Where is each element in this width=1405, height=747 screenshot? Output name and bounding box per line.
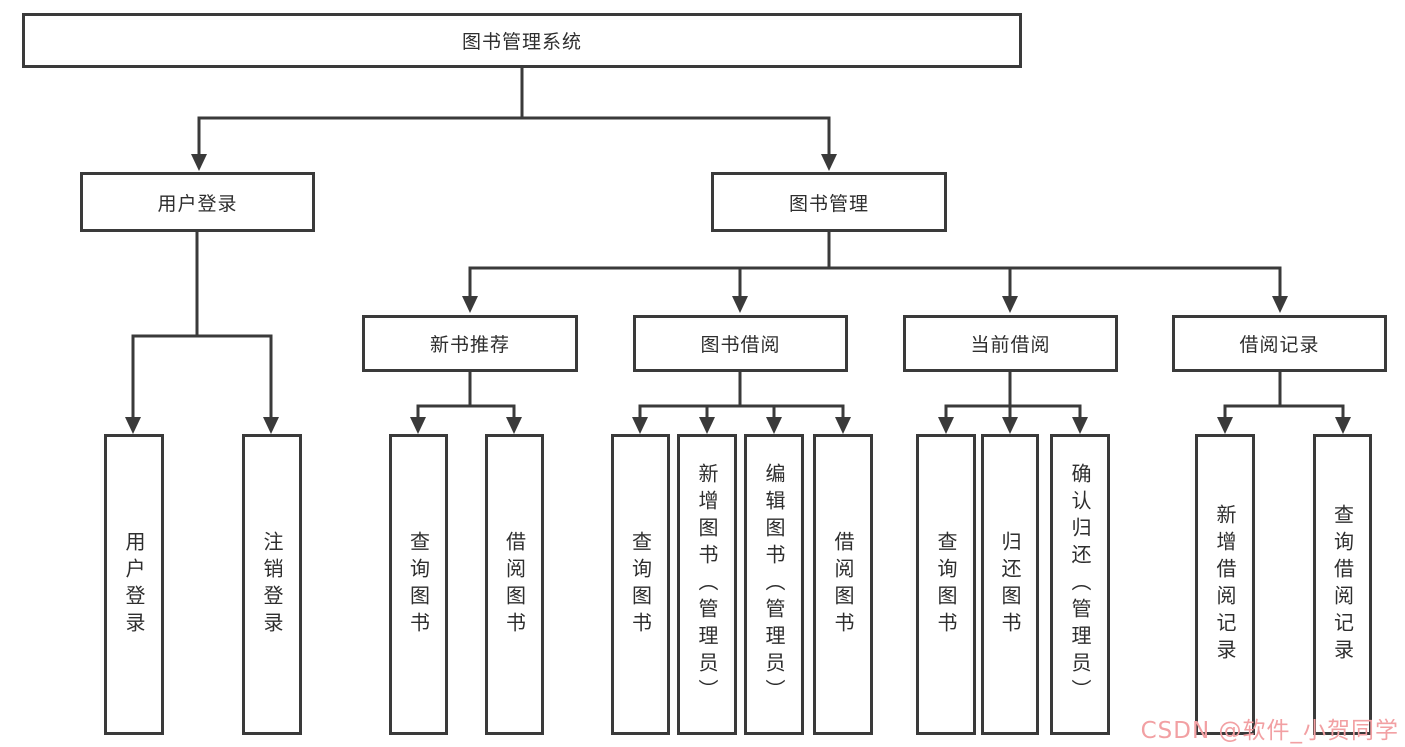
node-label: 图书管理系统 xyxy=(461,31,582,53)
node-root-system: 图书管理系统 xyxy=(22,13,1022,68)
node-label: 查询图书 xyxy=(628,530,653,639)
leaf-confirm-return-admin: 确认归还（管理员） xyxy=(1050,434,1110,735)
node-label: 确认归还（管理员） xyxy=(1068,463,1092,706)
node-user-login: 用户登录 xyxy=(80,172,315,232)
node-label: 用户登录 xyxy=(122,530,146,639)
node-label: 当前借阅 xyxy=(970,334,1051,356)
leaf-query-books-2: 查询图书 xyxy=(611,434,670,735)
connector-newbooks-children xyxy=(410,372,522,434)
connector-bookmgmt-children xyxy=(462,232,1288,313)
node-book-management: 图书管理 xyxy=(711,172,947,232)
leaf-return-books: 归还图书 xyxy=(981,434,1039,735)
node-label: 新增借阅记录 xyxy=(1213,503,1237,666)
leaf-logout: 注销登录 xyxy=(242,434,302,735)
leaf-borrow-books-2: 借阅图书 xyxy=(813,434,873,735)
node-label: 图书借阅 xyxy=(700,334,781,356)
node-label: 借阅图书 xyxy=(502,530,527,639)
connector-records-children xyxy=(1217,372,1351,434)
leaf-query-borrow-record: 查询借阅记录 xyxy=(1313,434,1372,735)
node-label: 查询借阅记录 xyxy=(1330,503,1355,666)
connector-borrow-children xyxy=(632,372,851,434)
node-label: 新增图书（管理员） xyxy=(695,463,719,706)
node-borrow-records: 借阅记录 xyxy=(1172,315,1387,372)
node-label: 借阅图书 xyxy=(831,530,855,639)
leaf-borrow-books-1: 借阅图书 xyxy=(485,434,544,735)
leaf-edit-books-admin: 编辑图书（管理员） xyxy=(744,434,804,735)
node-label: 编辑图书（管理员） xyxy=(762,463,786,706)
leaf-user-login: 用户登录 xyxy=(104,434,164,735)
node-current-borrow: 当前借阅 xyxy=(903,315,1118,372)
connector-userlogin-children xyxy=(125,232,279,434)
connector-current-children xyxy=(938,372,1088,434)
node-book-borrow: 图书借阅 xyxy=(633,315,848,372)
node-label: 注销登录 xyxy=(260,530,284,639)
node-label: 新书推荐 xyxy=(429,334,510,356)
node-label: 查询图书 xyxy=(934,530,958,639)
csdn-watermark: CSDN @软件_小贺同学 xyxy=(1140,718,1399,744)
leaf-query-books-3: 查询图书 xyxy=(916,434,976,735)
node-label: 借阅记录 xyxy=(1239,334,1320,356)
node-label: 图书管理 xyxy=(788,192,869,215)
leaf-add-books-admin: 新增图书（管理员） xyxy=(677,434,737,735)
node-label: 查询图书 xyxy=(406,530,431,639)
node-new-book-recommend: 新书推荐 xyxy=(362,315,578,372)
leaf-query-books-1: 查询图书 xyxy=(389,434,448,735)
node-label: 归还图书 xyxy=(998,530,1022,639)
connector-root-to-branches xyxy=(191,68,837,171)
leaf-add-borrow-record: 新增借阅记录 xyxy=(1195,434,1255,735)
node-label: 用户登录 xyxy=(157,192,238,215)
